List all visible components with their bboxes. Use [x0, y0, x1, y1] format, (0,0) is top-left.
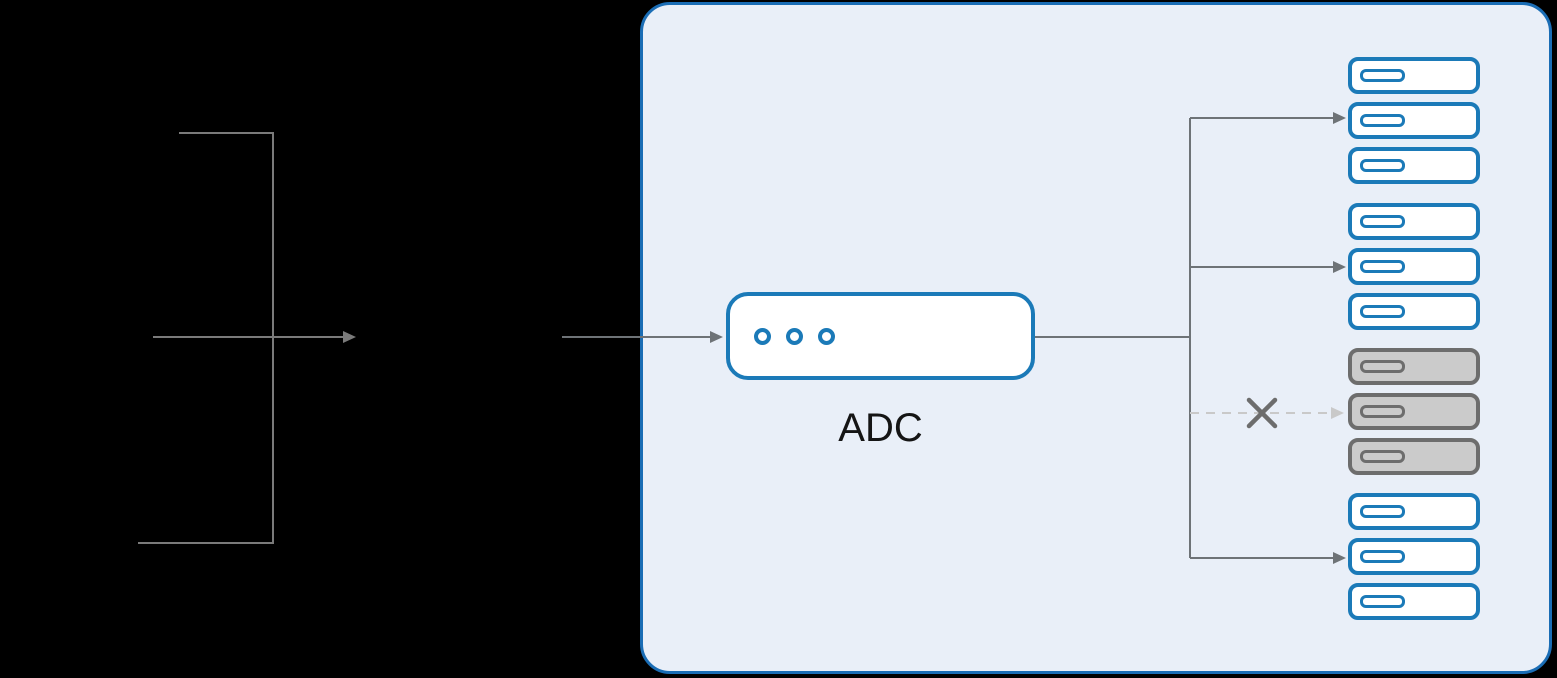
- server-healthy: [1348, 203, 1480, 240]
- server-led-icon: [1360, 215, 1405, 228]
- adc-port-row: [754, 327, 835, 345]
- server-healthy: [1348, 493, 1480, 530]
- adc-port-dot-icon: [786, 327, 803, 345]
- server-unhealthy: [1348, 348, 1480, 385]
- adc-appliance: [726, 292, 1035, 380]
- server-led-icon: [1360, 114, 1405, 127]
- server-led-icon: [1360, 405, 1405, 418]
- server-healthy: [1348, 538, 1480, 575]
- adc-port-dot-icon: [754, 327, 771, 345]
- server-led-icon: [1360, 305, 1405, 318]
- server-healthy: [1348, 57, 1480, 94]
- server-healthy: [1348, 102, 1480, 139]
- server-led-icon: [1360, 595, 1405, 608]
- server-led-icon: [1360, 159, 1405, 172]
- server-led-icon: [1360, 360, 1405, 373]
- server-led-icon: [1360, 69, 1405, 82]
- server-healthy: [1348, 147, 1480, 184]
- adc-label: ADC: [838, 406, 923, 450]
- server-group-3: [1348, 348, 1480, 475]
- server-healthy: [1348, 583, 1480, 620]
- server-led-icon: [1360, 450, 1405, 463]
- server-unhealthy: [1348, 393, 1480, 430]
- server-led-icon: [1360, 505, 1405, 518]
- server-healthy: [1348, 248, 1480, 285]
- server-led-icon: [1360, 260, 1405, 273]
- server-group-4: [1348, 493, 1480, 620]
- adc-port-dot-icon: [818, 327, 835, 345]
- client-bracket-line: [138, 132, 274, 544]
- server-group-2: [1348, 203, 1480, 330]
- server-group-1: [1348, 57, 1480, 184]
- server-led-icon: [1360, 550, 1405, 563]
- server-healthy: [1348, 293, 1480, 330]
- server-unhealthy: [1348, 438, 1480, 475]
- client-arrowhead-icon: [343, 331, 356, 343]
